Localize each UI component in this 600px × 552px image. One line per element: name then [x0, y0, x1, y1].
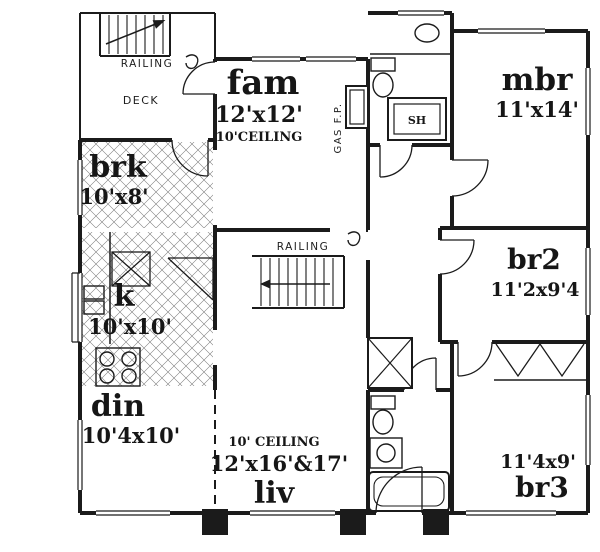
porch-posts — [202, 509, 449, 535]
kitchen-table — [111, 251, 151, 287]
doors — [171, 61, 493, 514]
br3-closet — [494, 342, 586, 381]
room-dims-mbr: 11'x14' — [495, 97, 579, 122]
deck-label: DECK — [123, 94, 159, 107]
shower-stall — [387, 97, 447, 141]
ceiling-note-fam: 10'CEILING — [216, 130, 303, 145]
annotations: RAILING DECK RAILING GAS F.P. SH — [121, 58, 426, 253]
room-dims-liv: 12'x16'&17' — [210, 451, 348, 476]
toilet — [370, 57, 396, 98]
room-labels: fam 12'x12' 10'CEILING mbr 11'x14' brk 1… — [79, 62, 579, 511]
railing-curl-icons — [185, 54, 361, 247]
gas-fireplace — [345, 85, 369, 129]
utility-closet — [367, 337, 413, 389]
room-label-kitchen: k — [114, 279, 136, 314]
stairs-down-arrow — [260, 279, 270, 289]
room-dims-brk: 10'x8' — [79, 184, 148, 209]
room-dims-br3: 11'4x9' — [500, 451, 576, 473]
bathtub — [368, 471, 450, 512]
room-dims-kitchen: 10'x10' — [88, 314, 172, 339]
porch-post — [340, 509, 366, 535]
bath-lower-fixtures — [368, 395, 450, 512]
kitchen-sink — [83, 300, 105, 315]
porch-post — [423, 509, 449, 535]
vanity-sink — [369, 437, 403, 469]
kitchen-fixtures — [83, 232, 214, 387]
railing-label-deck: RAILING — [121, 58, 174, 70]
deck-outline — [79, 12, 216, 140]
ceiling-note-liv: 10' CEILING — [228, 435, 319, 450]
kitchen-sink — [83, 285, 105, 300]
curl-icon — [185, 54, 199, 70]
bath-upper-fixtures — [370, 23, 450, 141]
gas-fireplace-label: GAS F.P. — [333, 102, 344, 153]
room-dims-fam: 12'x12' — [215, 102, 303, 128]
windows — [71, 10, 591, 516]
main-stairs — [252, 255, 345, 309]
room-label-mbr: mbr — [502, 62, 573, 98]
sink-basin — [414, 23, 440, 43]
room-label-brk: brk — [89, 150, 148, 185]
porch-post — [202, 509, 228, 535]
room-dims-din: 10'4x10' — [82, 423, 180, 448]
room-label-liv: liv — [254, 476, 296, 511]
room-label-br2: br2 — [507, 243, 561, 276]
room-dims-br2: 11'2x9'4 — [490, 279, 579, 301]
deck-stairs — [99, 13, 171, 57]
stove — [95, 347, 141, 387]
room-label-fam: fam — [227, 63, 300, 103]
curl-icon — [347, 231, 361, 247]
railing-label-stairs: RAILING — [277, 241, 330, 253]
toilet — [370, 395, 396, 435]
stairs-up-arrow — [152, 20, 166, 29]
room-label-din: din — [91, 389, 145, 424]
corner-pantry — [167, 257, 214, 301]
room-label-br3: br3 — [515, 471, 569, 504]
shower-label: SH — [408, 114, 426, 127]
